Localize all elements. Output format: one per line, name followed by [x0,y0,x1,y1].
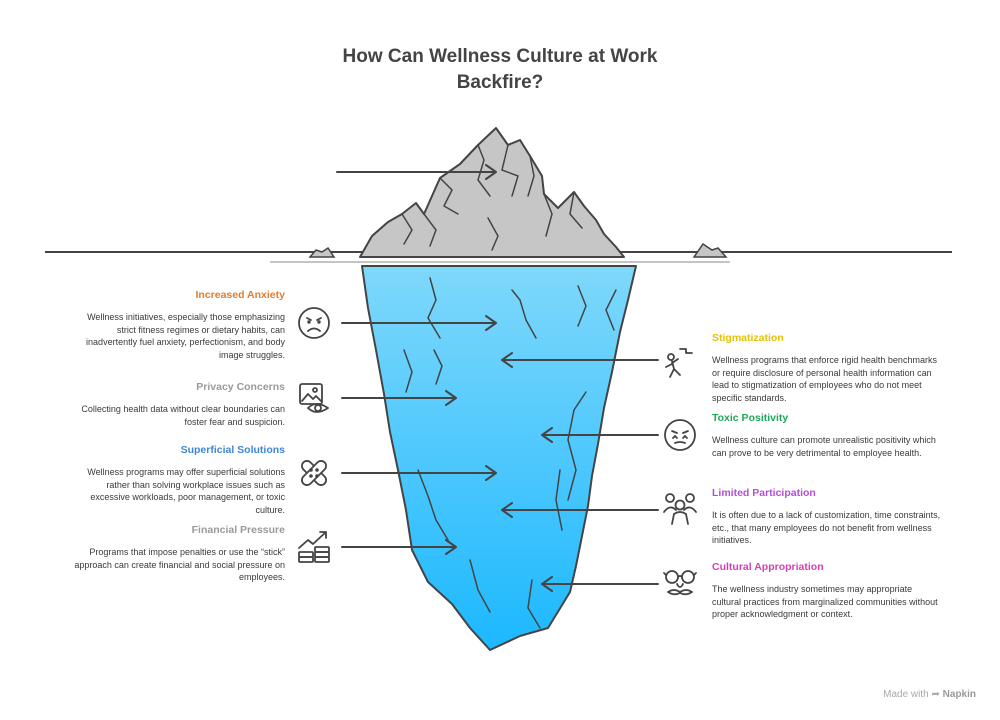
item-description: Collecting health data without clear bou… [81,404,285,427]
arrow-stigmatization [501,352,659,368]
item-superficial-solutions: Superficial Solutions Wellness programs … [70,444,285,516]
item-title: Stigmatization [712,332,784,344]
item-title: Cultural Appropriation [712,561,824,573]
item-title: Limited Participation [712,487,816,499]
money-growth-icon [298,531,330,563]
small-ice-right [692,242,728,258]
frowning-face-icon [298,307,330,339]
item-description: Wellness programs that enforce rigid hea… [712,355,937,403]
item-description: Wellness initiatives, especially those e… [86,312,285,360]
item-title: Toxic Positivity [712,412,789,424]
disguise-glasses-icon [663,570,697,596]
napkin-logo-icon: ➦ [931,689,940,700]
arrow-increased-anxiety [341,315,497,331]
arrow-superficial-solutions [341,465,497,481]
sad-smile-icon [664,419,696,451]
item-toxic-positivity: Toxic Positivity Wellness culture can pr… [712,412,942,459]
item-increased-anxiety: Increased Anxiety Wellness initiatives, … [70,289,285,361]
arrow-cultural-appropriation [541,576,659,592]
item-limited-participation: Limited Participation It is often due to… [712,487,942,547]
arrow-toxic-positivity [541,427,659,443]
item-description: It is often due to a lack of customizati… [712,510,941,545]
item-privacy-concerns: Privacy Concerns Collecting health data … [70,381,285,428]
footer-made-with: Made with [883,689,929,700]
item-financial-pressure: Financial Pressure Programs that impose … [70,524,285,584]
footer-brand: Napkin [942,689,976,700]
item-description: Programs that impose penalties or use th… [74,547,285,582]
arrow-privacy-concerns [341,390,457,406]
iceberg-underwater [361,265,637,651]
item-title: Financial Pressure [191,524,285,536]
item-title: Privacy Concerns [196,381,285,393]
arrow-financial-pressure [341,539,457,555]
item-title: Increased Anxiety [195,289,286,301]
made-with-napkin-label: Made with ➦ Napkin [883,689,976,700]
arrow-limited-participation [501,502,659,518]
small-ice-left [308,246,336,258]
item-cultural-appropriation: Cultural Appropriation The wellness indu… [712,561,942,621]
bandage-icon [301,460,327,486]
item-stigmatization: Stigmatization Wellness programs that en… [712,332,942,404]
item-description: Wellness culture can promote unrealistic… [712,435,936,458]
arrow-tip [336,164,497,180]
item-description: Wellness programs may offer superficial … [87,467,285,515]
item-title: Superficial Solutions [180,444,285,456]
image-eye-icon [299,383,329,413]
iceberg-tip [359,127,625,258]
page-title: How Can Wellness Culture at Work Backfir… [342,46,658,93]
group-people-icon [663,493,697,525]
falling-person-icon [665,348,693,378]
item-description: The wellness industry sometimes may appr… [712,584,938,619]
